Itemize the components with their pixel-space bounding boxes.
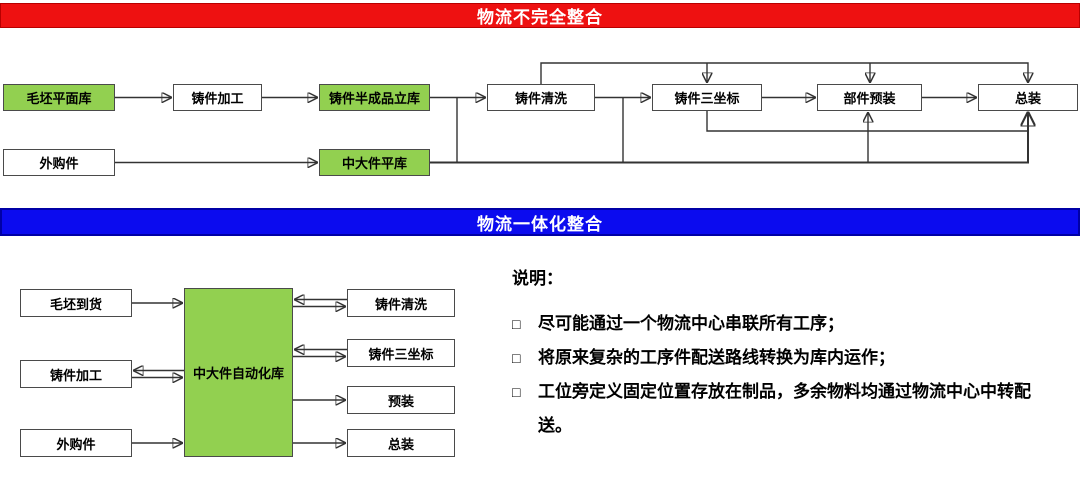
node-preassembly: 预装 (347, 386, 455, 414)
bypass-top-line (540, 62, 1028, 84)
node-blank-arrival: 毛坯到货 (20, 289, 132, 317)
notes-block: 说明： □ 尽可能通过一个物流中心串联所有工序； □ 将原来复杂的工序件配送路线… (512, 266, 1068, 443)
node-casting-machining-2: 铸件加工 (20, 360, 132, 388)
node-casting-cleaning: 铸件清洗 (487, 84, 595, 111)
bullet-square-icon: □ (512, 384, 521, 400)
node-casting-cmm-2: 铸件三坐标 (347, 339, 455, 367)
node-label: 总装 (387, 436, 414, 452)
node-mid-large-flat-warehouse: 中大件平库 (319, 149, 430, 176)
bullet-square-icon: □ (512, 350, 521, 366)
node-casting-cmm: 铸件三坐标 (652, 84, 762, 111)
node-casting-cleaning-2: 铸件清洗 (347, 289, 455, 317)
note-bullet-1: □ 尽可能通过一个物流中心串联所有工序； (512, 307, 1068, 341)
node-label: 预装 (387, 393, 414, 409)
node-component-preassembly: 部件预装 (817, 84, 922, 111)
node-label: 铸件加工 (49, 367, 102, 383)
notes-title: 说明： (512, 269, 563, 288)
warehouse-line-to-assembly (430, 113, 1028, 164)
banner-incomplete-integration: 物流不完全整合 (0, 3, 1080, 28)
cmm-bottom-bypass (706, 111, 1027, 132)
node-label: 铸件半成品立库 (328, 91, 420, 106)
node-label: 中大件平库 (341, 156, 407, 171)
node-label: 毛坯平面库 (26, 91, 92, 106)
note-bullet-text: 尽可能通过一个物流中心串联所有工序； (538, 314, 844, 333)
node-final-assembly: 总装 (978, 84, 1078, 111)
node-label: 铸件加工 (191, 91, 244, 106)
note-bullet-2: □ 将原来复杂的工序件配送路线转换为库内运作； (512, 341, 1068, 375)
node-label: 外购件 (39, 156, 79, 171)
node-label: 毛坯到货 (49, 296, 102, 312)
node-semifinished-casting-warehouse: 铸件半成品立库 (319, 84, 430, 111)
node-purchased-parts: 外购件 (3, 149, 115, 176)
node-label: 铸件三坐标 (368, 346, 434, 362)
note-bullet-3: □ 工位旁定义固定位置存放在制品，多余物料均通过物流中心中转配送。 (512, 375, 1068, 443)
node-label: 总装 (1014, 91, 1041, 106)
node-casting-machining: 铸件加工 (173, 84, 262, 111)
node-label: 铸件三坐标 (674, 91, 740, 106)
node-label: 铸件清洗 (514, 91, 567, 106)
note-bullet-text: 工位旁定义固定位置存放在制品，多余物料均通过物流中心中转配送。 (538, 382, 1031, 435)
node-raw-blank-flat-warehouse: 毛坯平面库 (3, 84, 115, 111)
note-bullet-text: 将原来复杂的工序件配送路线转换为库内运作； (538, 348, 895, 367)
banner-integrated-logistics-label: 物流一体化整合 (477, 214, 603, 234)
banner-integrated-logistics: 物流一体化整合 (0, 208, 1080, 236)
node-purchased-parts-2: 外购件 (20, 429, 132, 457)
banner-incomplete-integration-label: 物流不完全整合 (477, 8, 603, 27)
node-label: 外购件 (56, 436, 96, 452)
node-label: 中大件自动化库 (192, 366, 284, 381)
node-label: 部件预装 (843, 91, 896, 106)
node-final-assembly-2: 总装 (347, 429, 455, 457)
node-automated-warehouse-hub: 中大件自动化库 (184, 288, 293, 457)
bullet-square-icon: □ (512, 316, 521, 332)
node-label: 铸件清洗 (374, 296, 427, 312)
top-diagram-arrows (115, 62, 1028, 164)
